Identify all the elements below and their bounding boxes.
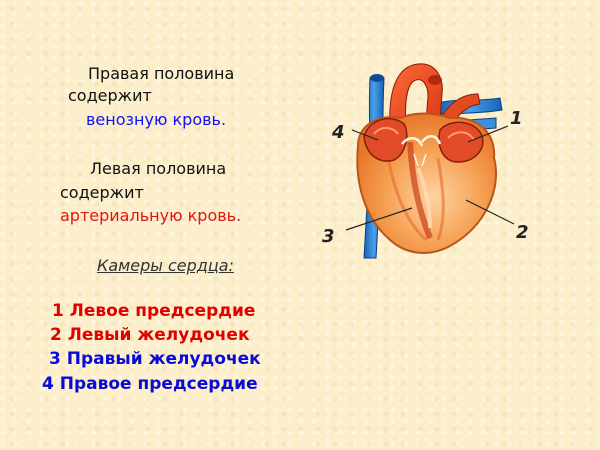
chamber-4: 4 Правое предсердие xyxy=(42,374,258,394)
diagram-label-2: 2 xyxy=(516,222,529,243)
right-atrium xyxy=(363,117,408,162)
pointer-lines xyxy=(345,125,515,231)
chamber-2: 2 Левый желудочек xyxy=(50,325,250,345)
chamber-1: 1 Левое предсердие xyxy=(52,301,256,321)
right-half-line-2: содержит xyxy=(68,86,152,105)
chamber-3: 3 Правый желудочек xyxy=(49,349,261,369)
diagram-label-3: 3 xyxy=(322,226,335,247)
right-half-line-1: Правая половина xyxy=(88,64,235,83)
heart-diagram: 1 2 3 4 xyxy=(318,58,538,268)
left-half-line-3: артериальную кровь. xyxy=(60,206,242,225)
left-half-line-1: Левая половина xyxy=(90,159,227,178)
diagram-label-4: 4 xyxy=(331,122,345,143)
right-half-line-3: венозную кровь. xyxy=(86,110,227,129)
chambers-title: Камеры сердца: xyxy=(97,256,234,275)
left-half-line-2: содержит xyxy=(60,183,144,202)
left-atrium xyxy=(438,121,484,163)
valves xyxy=(401,135,442,167)
diagram-label-1: 1 xyxy=(510,108,523,129)
